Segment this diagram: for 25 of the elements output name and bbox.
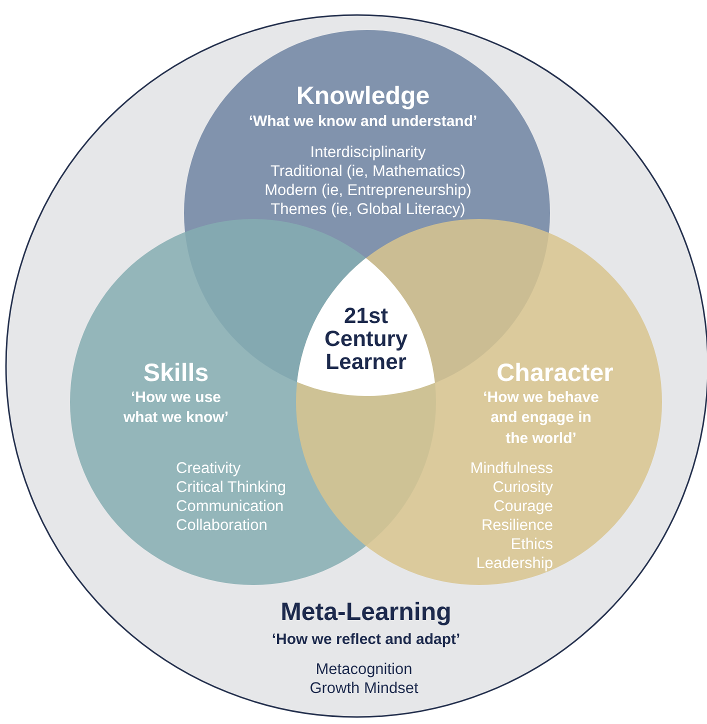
list-item: Resilience xyxy=(480,517,553,536)
list-item: Themes (ie, Global Literacy) xyxy=(270,201,466,220)
list-item: Courage xyxy=(492,498,553,517)
list-item: Traditional (ie, Mathematics) xyxy=(270,163,466,182)
circle-subtitle: ‘How we behave and engage in the world’ xyxy=(482,388,600,448)
center-label: 21st Century Learner xyxy=(323,304,409,374)
circle-subtitle: ‘How we use what we know’ xyxy=(122,388,230,428)
list-item: Collaboration xyxy=(176,517,268,536)
circle-heading: Knowledge xyxy=(295,81,431,112)
list-item: Ethics xyxy=(510,536,553,555)
circle-heading: Character xyxy=(496,358,614,389)
circle-subtitle: ‘How we reflect and adapt’ xyxy=(270,630,462,650)
list-item: Metacognition xyxy=(314,661,414,680)
list-item: Modern (ie, Entrepreneurship) xyxy=(264,182,472,201)
list-item: Interdisciplinarity xyxy=(309,144,427,163)
list-item: Mindfulness xyxy=(469,460,553,479)
list-item: Critical Thinking xyxy=(176,479,287,498)
circle-heading: Skills xyxy=(142,358,210,389)
list-item: Growth Mindset xyxy=(308,680,420,699)
list-item: Curiosity xyxy=(492,479,553,498)
circle-subtitle: ‘What we know and understand’ xyxy=(248,112,478,132)
circle-heading: Meta-Learning xyxy=(280,597,452,628)
list-item: Leadership xyxy=(475,555,553,574)
list-item: Creativity xyxy=(176,460,242,479)
list-item: Communication xyxy=(176,498,285,517)
